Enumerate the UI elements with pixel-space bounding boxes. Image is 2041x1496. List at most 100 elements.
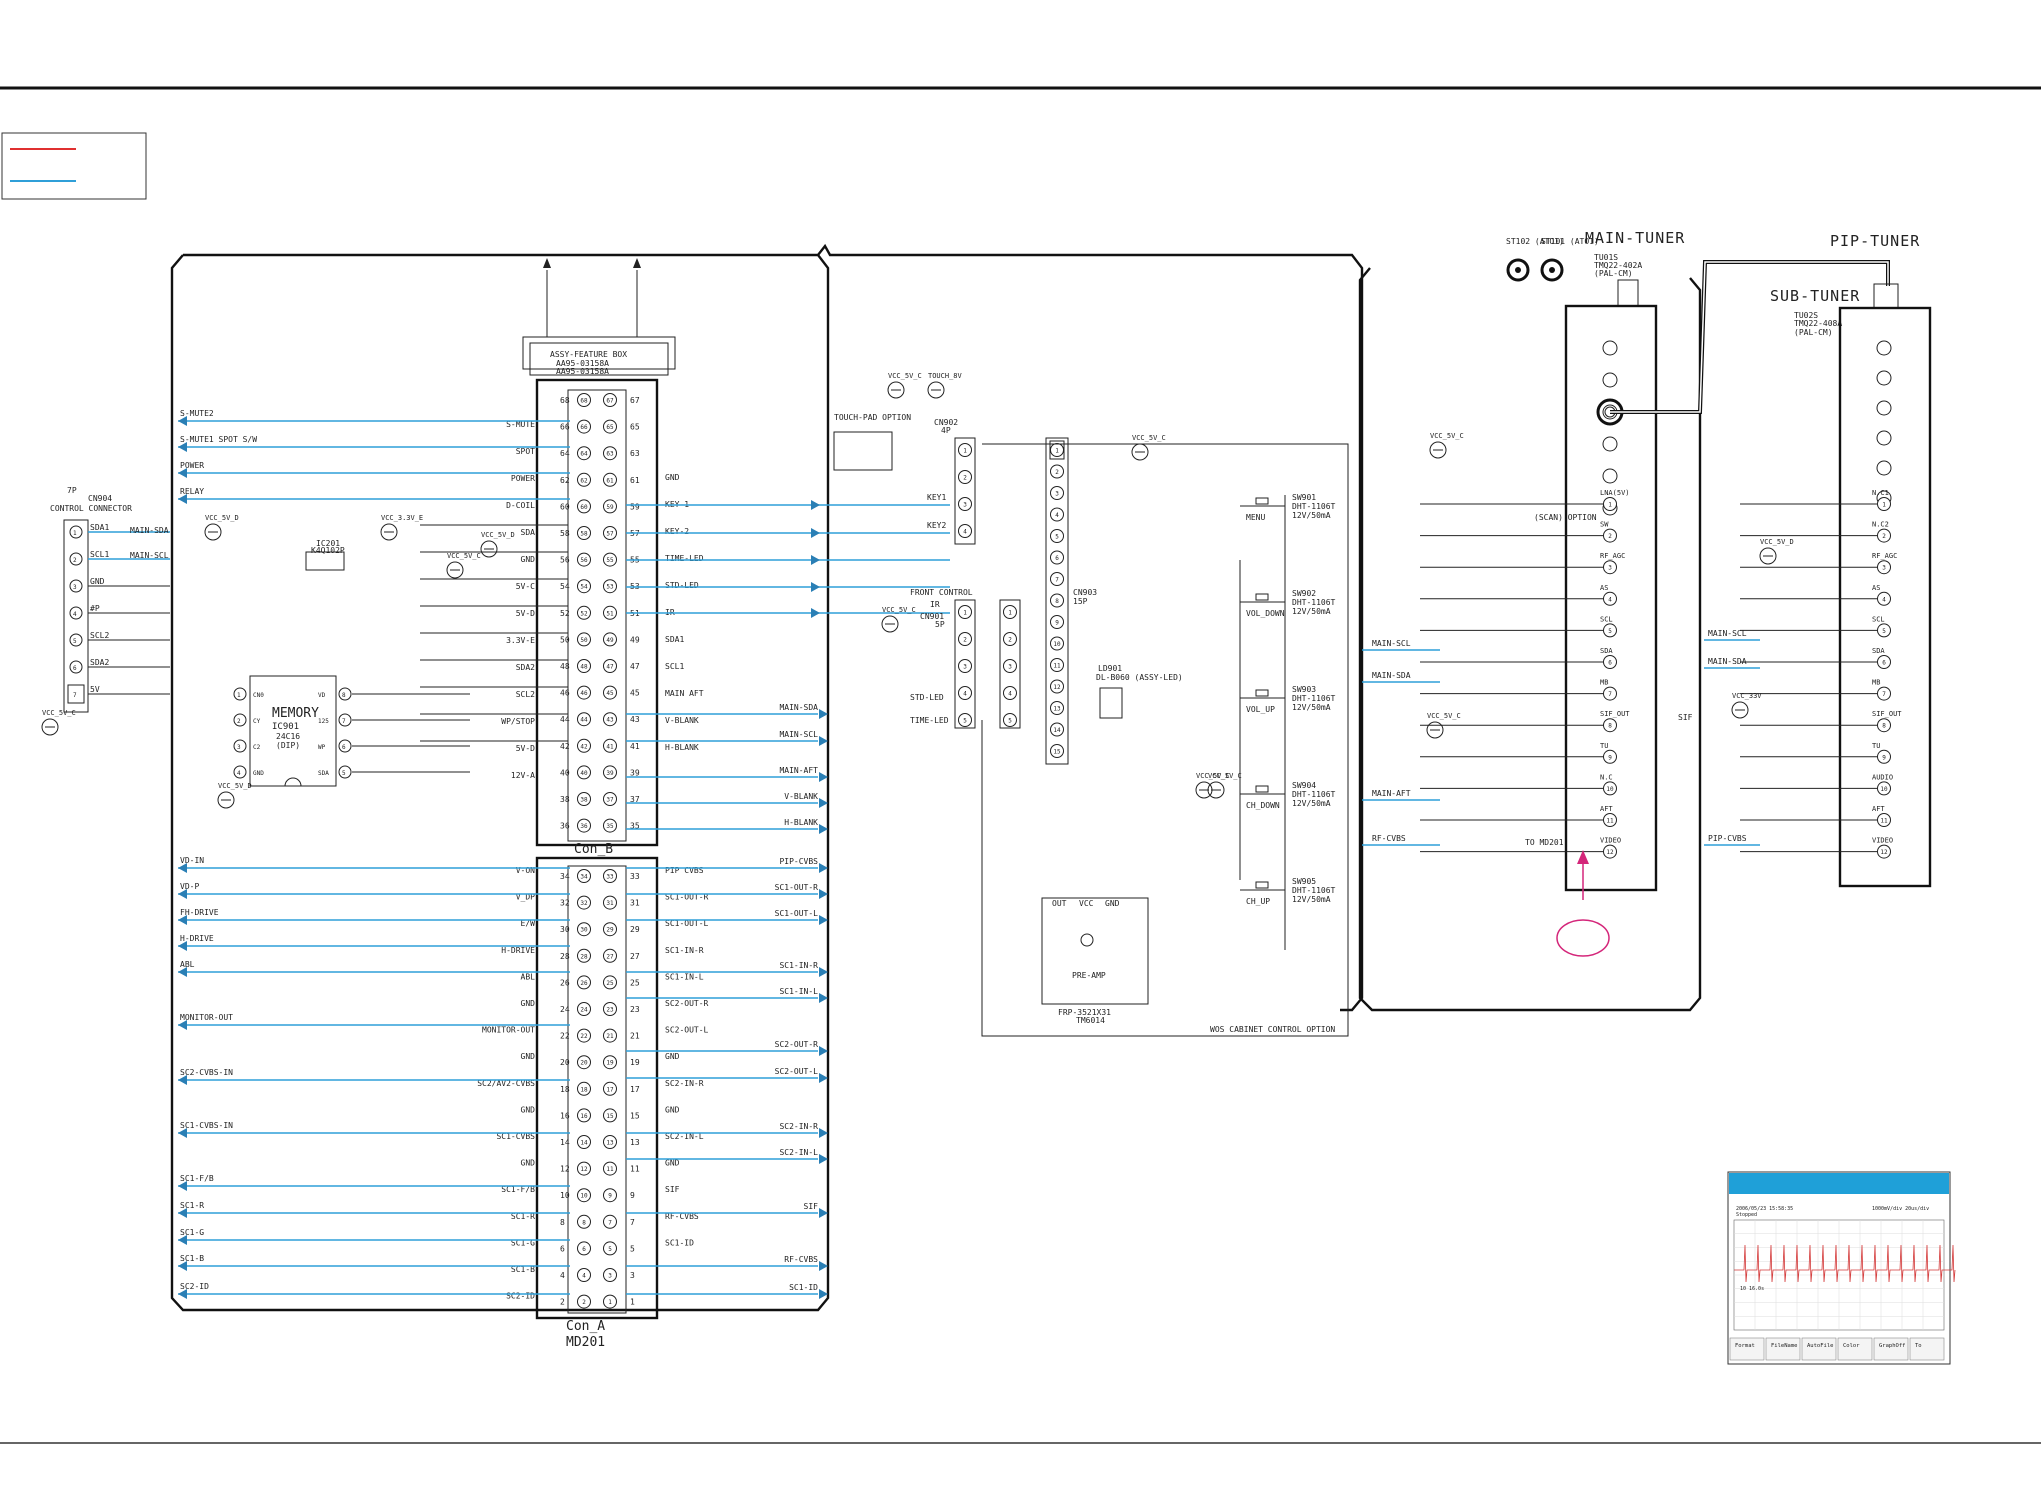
main-tuner-pin-8 (1603, 718, 1617, 733)
sub-tuner-pin-12 (1877, 844, 1891, 859)
md201-right-label-13: SC1-OUT-L (665, 919, 709, 928)
md201-right-label-15: SC1-IN-L (665, 972, 704, 981)
connector-cn904: 7P CN904 CONTROL CONNECTOR 1SDA12SCL13GN… (50, 486, 170, 713)
md201-pin-46-num: 46 (580, 690, 588, 697)
cn903-pin-15-num: 15 (1053, 749, 1061, 756)
front-control: TOUCH-PAD OPTION CN902 4P CN903 15P FRON… (833, 413, 1349, 1037)
main-board-border (170, 243, 1364, 1312)
cn902-pin-3-num: 3 (963, 502, 967, 509)
md201-pin-3-num: 3 (608, 1273, 612, 1280)
main-tuner-pin-12-num: 12 (1606, 849, 1614, 856)
tuner-board-border (1358, 267, 1702, 1012)
supply-label-12: VCC_5V_C (888, 372, 922, 380)
left-signal-arrow-8 (178, 967, 187, 977)
left-signal-arrow-12 (178, 1181, 187, 1191)
main-tuner-pin-8-num: 8 (1608, 723, 1612, 730)
main-tuner-pin-1-num: 1 (1608, 502, 1612, 509)
md201-right-label-21: SC2-IN-L (665, 1132, 704, 1141)
md201-left-label-14: V-ON (516, 866, 535, 875)
supply-symbol-0 (41, 718, 59, 736)
memory-pin-4 (233, 765, 247, 779)
main-tuner-pin-10-num: 10 (1606, 786, 1614, 793)
md201-pin-40 (577, 765, 591, 780)
md201-outer-num-29: 29 (630, 925, 640, 934)
scope-readout: 10 16.0s (1740, 1286, 1764, 1292)
md201-outer-num-41: 41 (630, 742, 640, 751)
md201-pin-27-num: 27 (606, 953, 614, 960)
md201-outer-num-67: 67 (630, 396, 640, 405)
main-tuner-hole-5 (1602, 468, 1618, 484)
md201-assy-title: ASSY-FEATURE BOX (550, 350, 627, 359)
switch-3-label: VOL_UP (1246, 705, 1275, 714)
left-signal-label-13: SC1-R (180, 1201, 204, 1210)
supply-label-14: VCC_5V_C (882, 606, 916, 614)
md201-left-label-20: MONITOR-OUT (482, 1026, 535, 1035)
md201-pin-61 (603, 472, 617, 487)
cn903-pin-9-num: 9 (1055, 620, 1059, 627)
sub-tuner-pin-8-num: 8 (1882, 723, 1886, 730)
md201-pin-6-num: 6 (582, 1246, 586, 1253)
left-signal-label-3: RELAY (180, 487, 204, 496)
md201-pin-64-num: 64 (580, 451, 588, 458)
md201-pin-24-num: 24 (580, 1007, 588, 1014)
md201-outer-num-38: 38 (560, 795, 570, 804)
memory-pin-label-8: VD (318, 692, 326, 699)
right-signal-arrow-1 (819, 736, 828, 746)
switch-2-label: VOL_DOWN (1246, 609, 1285, 618)
md201-pin-56-num: 56 (580, 557, 588, 564)
memory-part: 24C16 (276, 732, 300, 741)
scope-mode: Stopped (1736, 1212, 1757, 1218)
md201-outer-num-40: 40 (560, 768, 570, 777)
cn905-pin-2-num: 2 (1008, 637, 1012, 644)
sub-tuner-pin-3-num: 3 (1882, 565, 1886, 572)
md201-left-label-29: SC1-B (511, 1265, 535, 1274)
md201-con-a-box (535, 856, 659, 1320)
md201-pin-17 (603, 1081, 617, 1096)
cn903-pin-10 (1050, 636, 1064, 651)
md201-outer-num-46: 46 (560, 689, 570, 698)
md201-left-label-21: GND (521, 1052, 536, 1061)
md201-outer-num-68: 68 (560, 396, 570, 405)
md201-pin-7 (603, 1214, 617, 1229)
md201-pin-41-num: 41 (606, 743, 614, 750)
cn903-pin-3 (1050, 486, 1064, 500)
cn903-pin-8 (1050, 593, 1064, 608)
supply-label-2: VCC_3.3V_E (381, 514, 423, 522)
main-tuner-pin-12 (1603, 844, 1617, 859)
left-signal-arrow-16 (178, 1289, 187, 1299)
md201-pin-59 (603, 499, 617, 514)
md201-right-label-25: SC1-ID (665, 1238, 694, 1247)
cn904-pin-2 (69, 552, 83, 566)
md201-left-label-7: 5V-D (516, 609, 535, 618)
main-tuner-sif-net: SIF (1678, 713, 1693, 722)
supply-label-13: TOUCH_8V (928, 372, 963, 380)
cn903-pin-4-num: 4 (1055, 512, 1059, 519)
probe-callout-ellipse (1556, 919, 1610, 957)
md201-outer-num-32: 32 (560, 899, 570, 908)
cn903-pin-12-num: 12 (1053, 684, 1061, 691)
md201-right-label-7: SCL1 (665, 662, 684, 671)
left-signal-arrow-9 (178, 1020, 187, 1030)
md201-pin-66-num: 66 (580, 424, 588, 431)
cn904-pin-num-3: 3 (73, 584, 77, 591)
main-tuner-pin-label-4: AS (1600, 584, 1608, 592)
md201-pin-37 (603, 792, 617, 806)
switch-2-ref: SW902 (1292, 589, 1316, 598)
main-tuner-net-rf-cvbs: RF-CVBS (1372, 834, 1406, 843)
preamp-pin-gnd: GND (1105, 899, 1120, 908)
md201-pin-58-num: 58 (580, 531, 588, 538)
md201-outer-num-56: 56 (560, 556, 570, 565)
md201-outer-num-4: 4 (560, 1271, 565, 1280)
main-tuner-pin-9-num: 9 (1608, 754, 1612, 761)
md201-pin-65-num: 65 (606, 424, 614, 431)
md201-pin-68-num: 68 (580, 398, 588, 405)
sub-tuner-pin-1-num: 1 (1882, 502, 1886, 509)
md201-pin-23 (603, 1002, 617, 1016)
md201-outer-num-45: 45 (630, 689, 640, 698)
left-signal-arrow-1 (178, 442, 187, 452)
main-tuner: MAIN-TUNER TU01S TMQ22-402A (PAL-CM) TO … (1362, 229, 1693, 957)
led-desc: DL-B060 (ASSY-LED) (1096, 673, 1183, 682)
memory-pin-label-3: C2 (253, 744, 261, 751)
supply-label-15: VCC_5V_C (1196, 772, 1230, 780)
